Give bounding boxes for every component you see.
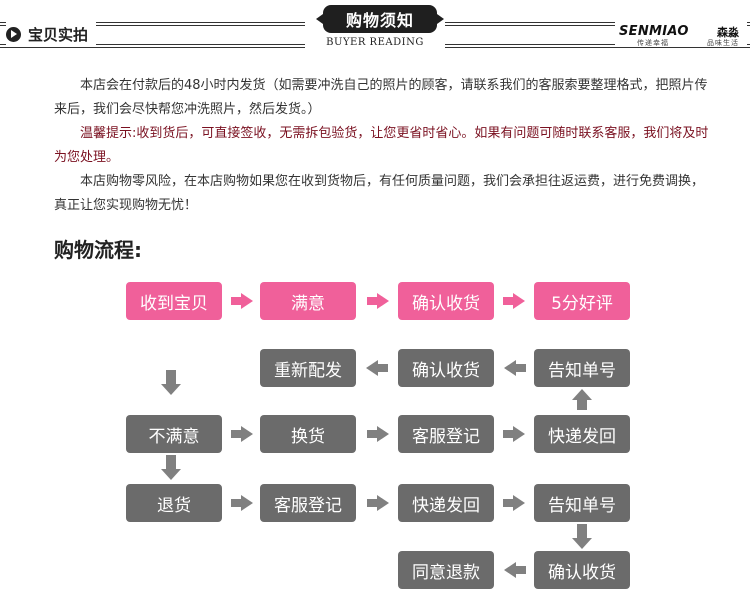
step-satisfied: 满意 [260, 282, 356, 320]
process-title: 购物流程: [54, 238, 142, 262]
arrow-down-icon [161, 370, 181, 395]
arrow-right-icon [231, 426, 253, 442]
page-header: 宝贝实拍 购物须知 BUYER READING SENMIAO 森淼 传递幸福 … [0, 0, 750, 56]
arrow-right-icon [367, 293, 389, 309]
arrow-right-icon [503, 426, 525, 442]
breadcrumb-label: 宝贝实拍 [28, 25, 89, 44]
arrow-left-icon [366, 360, 388, 376]
step-service-register: 客服登记 [260, 484, 356, 522]
step-five-star-review: 5分好评 [534, 282, 630, 320]
step-service-register: 客服登记 [398, 415, 494, 453]
step-notify-tracking: 告知单号 [534, 484, 630, 522]
arrow-right-icon [367, 495, 389, 511]
step-agree-refund: 同意退款 [398, 551, 494, 589]
page-title: 购物须知 [316, 5, 444, 33]
arrow-left-icon [504, 360, 526, 376]
step-receive-item: 收到宝贝 [126, 282, 222, 320]
brand-tagline-right: 品味生活 [707, 39, 739, 47]
step-unsatisfied: 不满意 [126, 415, 222, 453]
notice-warm-tip: 温馨提示:收到货后，可直接签收，无需拆包验货，让您更省时省心。如果有问题可随时联… [54, 126, 709, 165]
step-return-ship: 快递发回 [398, 484, 494, 522]
arrow-down-icon [161, 455, 181, 480]
play-circle-icon [6, 26, 21, 42]
step-reship: 重新配发 [260, 349, 356, 387]
section-breadcrumb: 宝贝实拍 [6, 22, 97, 46]
step-exchange: 换货 [260, 415, 356, 453]
arrow-right-icon [231, 293, 253, 309]
step-confirm-receipt: 确认收货 [398, 349, 494, 387]
step-notify-tracking: 告知单号 [534, 349, 630, 387]
arrow-right-icon [367, 426, 389, 442]
brand-logo: SENMIAO 森淼 传递幸福 品味生活 [615, 22, 747, 47]
notice-shipping: 本店会在付款后的48小时内发货（如需要冲洗自己的照片的顾客，请联系我们的客服索要… [54, 78, 708, 117]
arrow-right-icon [503, 293, 525, 309]
brand-name-cn: 森淼 [717, 26, 739, 39]
brand-name: SENMIAO [619, 24, 689, 39]
step-confirm-receipt: 确认收货 [534, 551, 630, 589]
arrow-right-icon [503, 495, 525, 511]
notice-guarantee: 本店购物零风险，在本店购物如果您在收到货物后，有任何质量问题，我们会承担往返运费… [54, 174, 705, 213]
arrow-right-icon [231, 495, 253, 511]
arrow-left-icon [504, 562, 526, 578]
page-subtitle: BUYER READING [326, 37, 424, 48]
step-confirm-receipt: 确认收货 [398, 282, 494, 320]
arrow-down-icon [572, 524, 592, 549]
step-return-goods: 退货 [126, 484, 222, 522]
step-return-ship: 快递发回 [534, 415, 630, 453]
brand-tagline-left: 传递幸福 [637, 39, 669, 47]
notice-section: 本店会在付款后的48小时内发货（如需要冲洗自己的照片的顾客，请联系我们的客服索要… [54, 74, 710, 218]
arrow-up-icon [572, 389, 592, 410]
